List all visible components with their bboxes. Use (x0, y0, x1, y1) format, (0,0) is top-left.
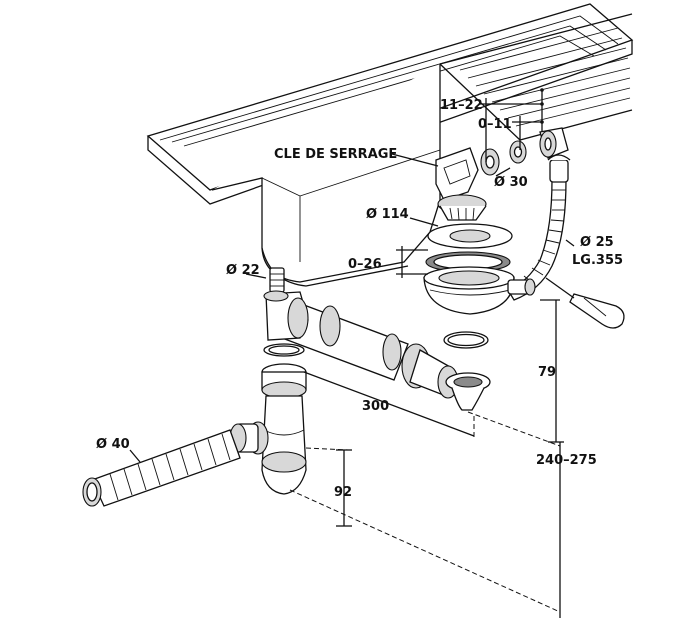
bottle-trap (229, 363, 307, 495)
outlet-flex-hose (82, 429, 241, 507)
label-dimension-92: 92 (334, 485, 352, 500)
label-dimension-240-275: 240–275 (536, 453, 597, 468)
label-dimension-79: 79 (538, 365, 556, 380)
label-diameter-25: Ø 25 (580, 235, 614, 250)
overflow-hose (507, 179, 567, 301)
trap-body (261, 395, 307, 495)
screwdriver (545, 277, 625, 329)
horizontal-waste-pipe (281, 301, 491, 411)
label-range-0-11: 0–11 (478, 117, 512, 132)
label-range-0-26: 0–26 (348, 257, 382, 272)
label-diameter-22: Ø 22 (226, 263, 260, 278)
label-dimension-300: 300 (362, 399, 389, 414)
label-diameter-40: Ø 40 (96, 437, 130, 452)
label-diameter-114: Ø 114 (366, 207, 409, 222)
dimension-lines (129, 88, 575, 618)
label-length-355: LG.355 (572, 253, 623, 268)
left-inlet-elbow (263, 267, 309, 357)
label-cle-de-serrage: CLE DE SERRAGE (274, 147, 397, 162)
label-diameter-30: Ø 30 (494, 175, 528, 190)
tightening-wrench (435, 147, 479, 201)
strainer-assembly (423, 147, 536, 349)
label-range-11-22: 11–22 (440, 98, 483, 113)
